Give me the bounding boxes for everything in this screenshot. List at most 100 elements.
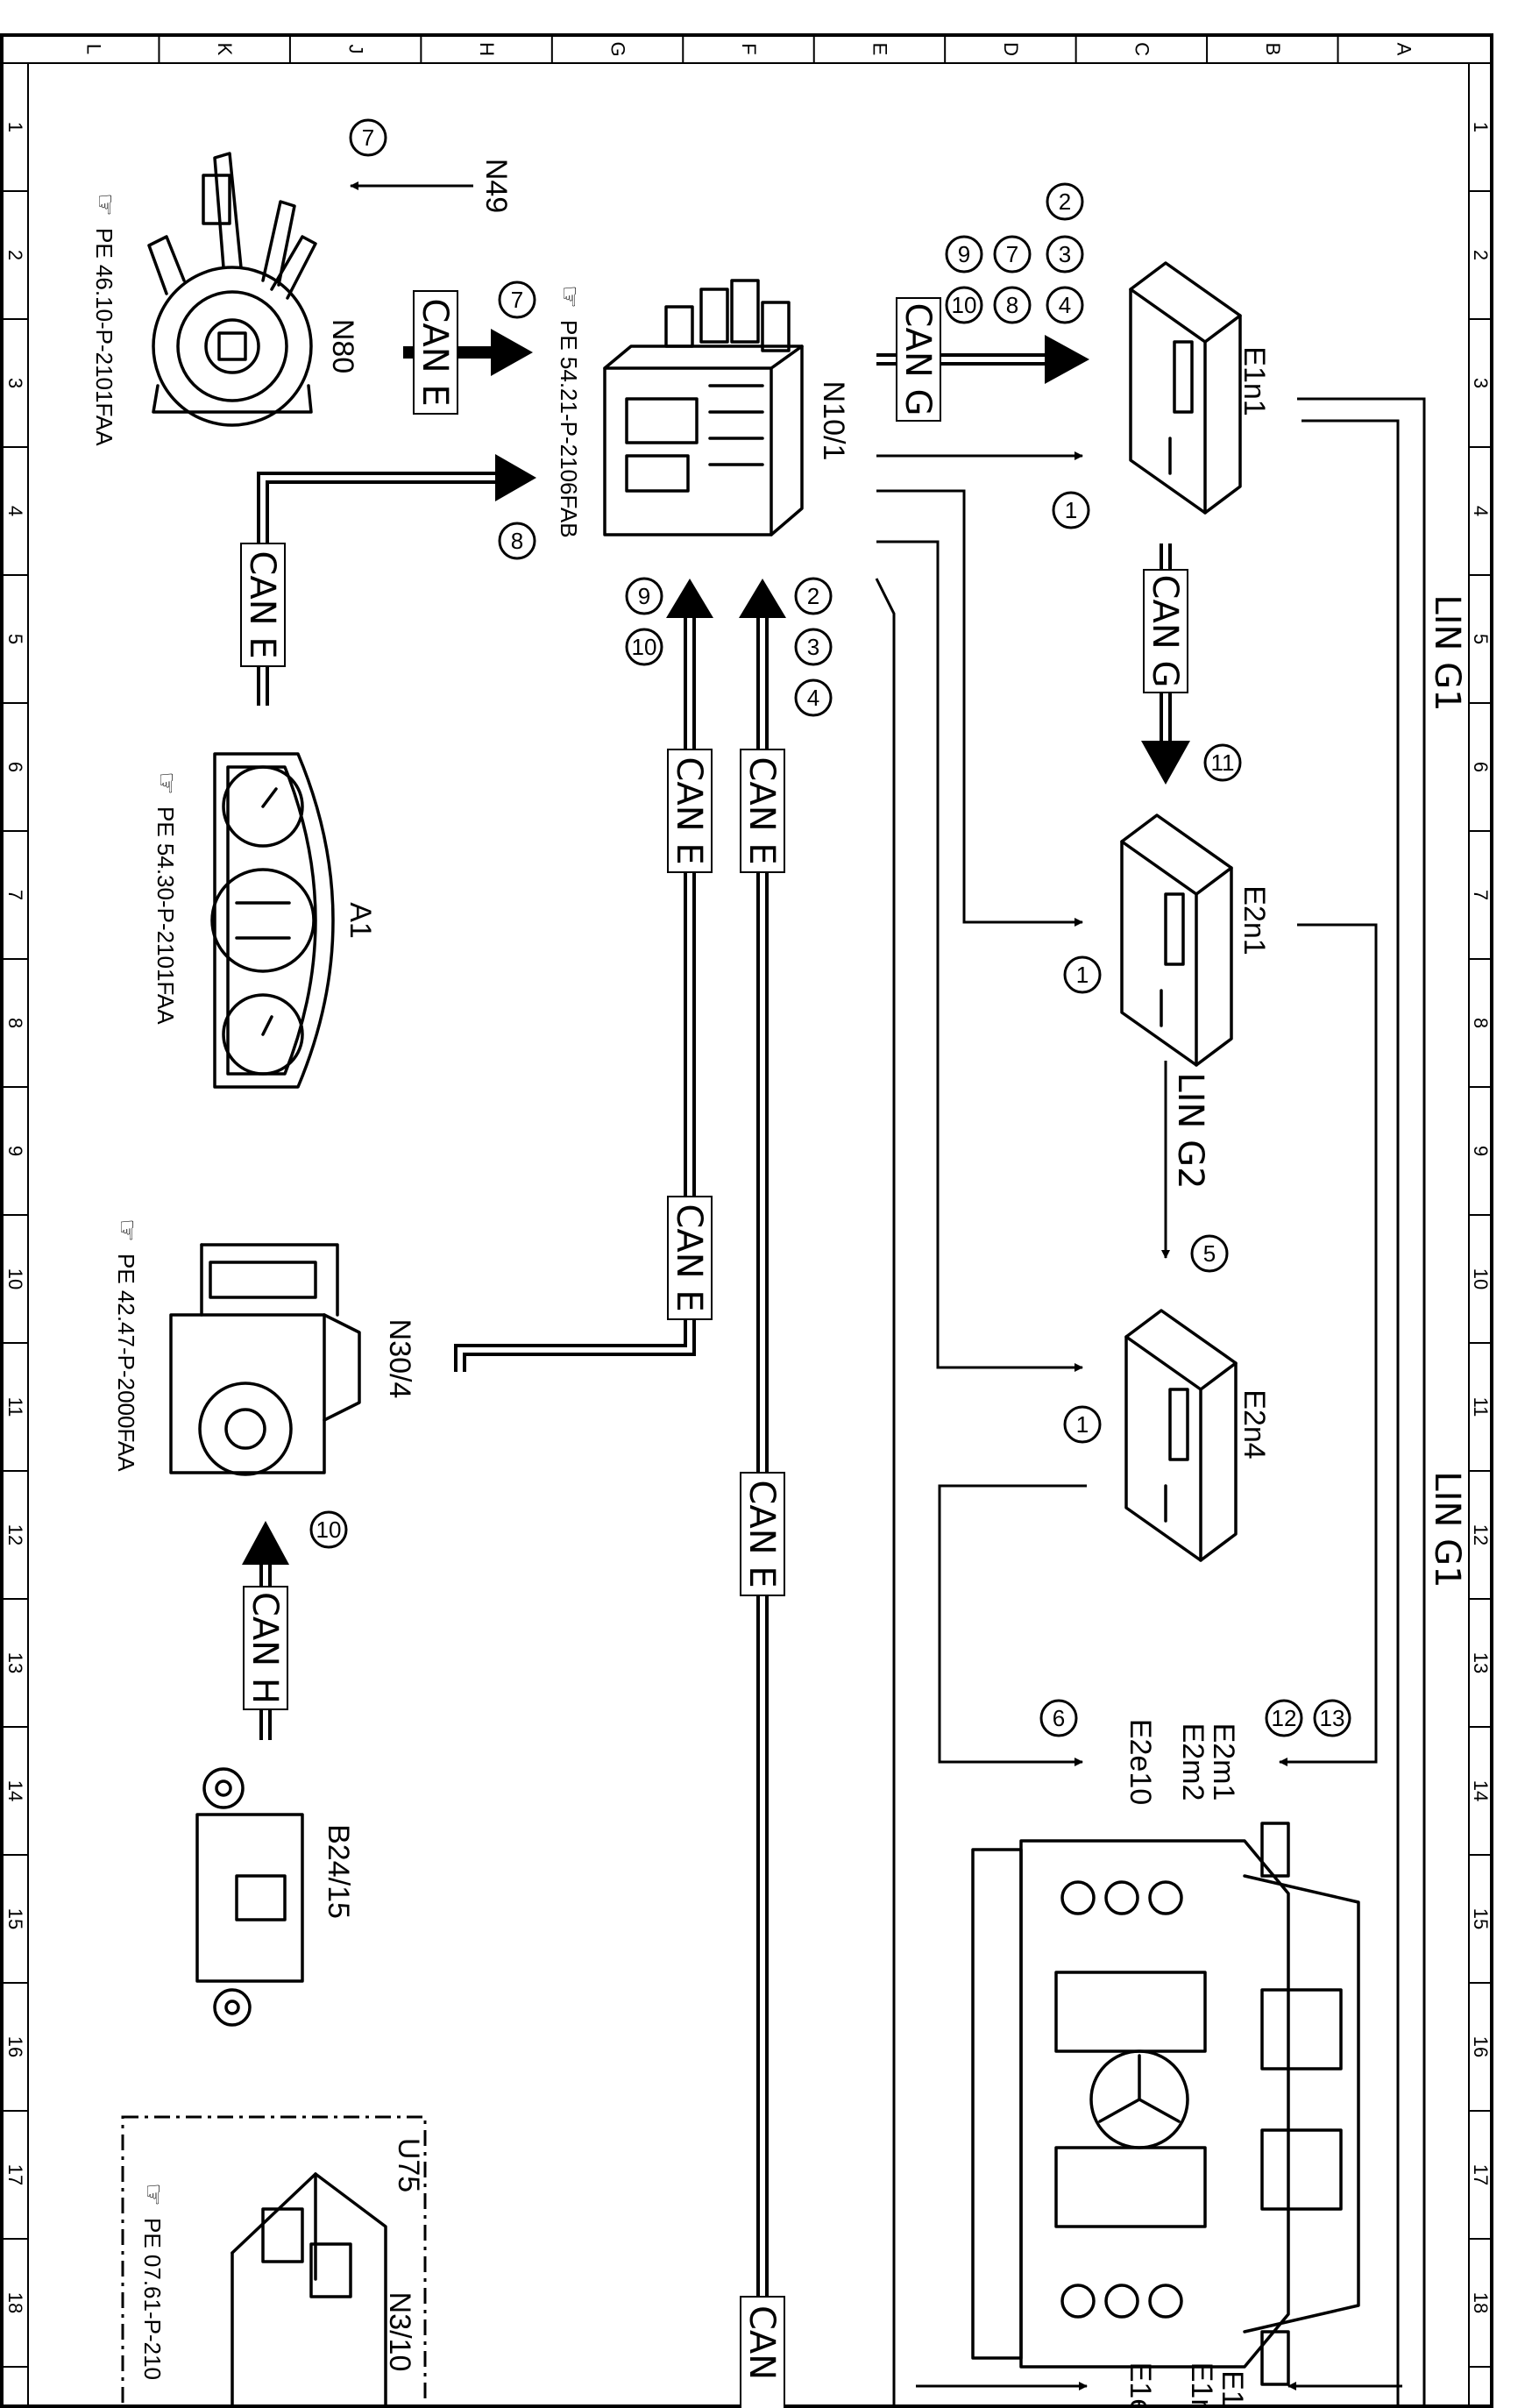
row-number: 3 bbox=[1470, 378, 1492, 388]
svg-text:2: 2 bbox=[1059, 188, 1071, 215]
label-u75: U75 bbox=[392, 2138, 425, 2192]
column-letter: J bbox=[345, 45, 367, 54]
lin-g1-wire-inner bbox=[1301, 419, 1400, 2406]
can-e-left-arrowhead bbox=[495, 454, 536, 501]
callout-7-c: 7 bbox=[993, 235, 1032, 273]
bus-label-text: CAN E bbox=[669, 1204, 709, 1311]
row-number: 18 bbox=[4, 2292, 26, 2313]
svg-text:PE 07.61-P-210: PE 07.61-P-210 bbox=[139, 2218, 166, 2380]
row-number: 12 bbox=[1470, 1524, 1492, 1545]
lin-g2-label: LIN G2 bbox=[1170, 1072, 1210, 1189]
callout-8: 8 bbox=[498, 522, 536, 560]
column-letter: B bbox=[1262, 43, 1284, 56]
callout-7-b: 7 bbox=[498, 281, 536, 319]
row-number: 10 bbox=[1470, 1268, 1492, 1289]
svg-text:7: 7 bbox=[511, 287, 523, 313]
column-letter: L bbox=[83, 44, 105, 54]
svg-text:☞: ☞ bbox=[138, 2183, 167, 2206]
svg-text:8: 8 bbox=[1006, 292, 1018, 318]
svg-text:1: 1 bbox=[1076, 962, 1089, 988]
row-number: 5 bbox=[4, 634, 26, 644]
callout-2-a: 2 bbox=[794, 577, 833, 615]
callout-10-b: 10 bbox=[945, 286, 983, 324]
can-h-arrowhead bbox=[242, 1521, 289, 1565]
callout-5: 5 bbox=[1190, 1234, 1229, 1273]
svg-text:13: 13 bbox=[1320, 1705, 1345, 1731]
bus-label-can-h: CAN H bbox=[243, 1586, 288, 1710]
can-e-left-wire bbox=[257, 472, 500, 706]
callout-9-b: 9 bbox=[945, 235, 983, 273]
bus-label-can-e-v2-top: CAN E bbox=[740, 749, 785, 873]
column-letter: A bbox=[1393, 43, 1415, 56]
e2n4-module-picture bbox=[1124, 1309, 1238, 1562]
row-number: 12 bbox=[4, 1524, 26, 1545]
callout-13: 13 bbox=[1313, 1699, 1351, 1737]
row-number: 4 bbox=[1470, 506, 1492, 516]
label-n30-4: N30/4 bbox=[383, 1319, 416, 1399]
column-letter: C bbox=[1131, 42, 1153, 56]
callout-3-a: 3 bbox=[794, 628, 833, 666]
callout-1-b: 1 bbox=[1063, 955, 1102, 994]
bus-label-can-g-e1n1: CAN G bbox=[896, 297, 941, 422]
row-number: 7 bbox=[4, 890, 26, 900]
label-e2n1: E2n1 bbox=[1238, 885, 1271, 955]
svg-text:5: 5 bbox=[1203, 1240, 1216, 1267]
row-number: 10 bbox=[4, 1268, 26, 1289]
row-number: 7 bbox=[1470, 890, 1492, 900]
bus-label-text: CAN G bbox=[897, 303, 938, 416]
n80-steering-module-picture bbox=[147, 152, 317, 427]
n10-down-wire bbox=[875, 578, 896, 2406]
svg-text:9: 9 bbox=[958, 241, 970, 267]
bus-label-text: CAN E bbox=[242, 551, 282, 658]
row-number: 14 bbox=[4, 1780, 26, 1801]
svg-text:3: 3 bbox=[807, 634, 819, 660]
callout-8-b: 8 bbox=[993, 286, 1032, 324]
label-n80: N80 bbox=[326, 319, 359, 373]
callout-11: 11 bbox=[1203, 743, 1242, 782]
label-e1-bottom-b: E1n bbox=[1185, 2362, 1218, 2408]
callout-1-c: 1 bbox=[1063, 1405, 1102, 1444]
svg-text:10: 10 bbox=[632, 634, 657, 660]
svg-text:☞: ☞ bbox=[112, 1218, 141, 1242]
svg-text:12: 12 bbox=[1272, 1705, 1297, 1731]
row-number: 9 bbox=[1470, 1146, 1492, 1156]
svg-text:PE 54.30-P-2101FAA: PE 54.30-P-2101FAA bbox=[152, 806, 179, 1025]
row-number: 15 bbox=[1470, 1908, 1492, 1929]
callout-12: 12 bbox=[1265, 1699, 1303, 1737]
column-letter: G bbox=[607, 41, 629, 56]
svg-text:10: 10 bbox=[316, 1517, 342, 1543]
vehicle-front-picture bbox=[971, 1822, 1360, 2386]
can-g-e1n1-arrowhead bbox=[1045, 335, 1089, 384]
callout-2-b: 2 bbox=[1046, 182, 1084, 221]
pe-ref-a1: ☞ PE 54.30-P-2101FAA bbox=[152, 771, 181, 1025]
callout-7-a: 7 bbox=[349, 118, 387, 157]
n3-10-ecu-picture bbox=[231, 2172, 387, 2408]
svg-text:9: 9 bbox=[638, 583, 650, 609]
label-n49: N49 bbox=[479, 159, 513, 213]
can-e-vertical-arrowhead-1 bbox=[666, 579, 713, 618]
label-e2e10: E2e10 bbox=[1124, 1719, 1157, 1805]
column-letter: D bbox=[1000, 42, 1022, 56]
n10-e2n4-wire bbox=[876, 540, 1083, 1372]
bus-label-text: CAN E bbox=[741, 756, 782, 864]
svg-text:8: 8 bbox=[511, 528, 523, 554]
svg-text:11: 11 bbox=[1211, 749, 1235, 776]
pe-ref-n30: ☞ PE 42.47-P-2000FAA bbox=[112, 1218, 141, 1472]
row-number: 6 bbox=[1470, 762, 1492, 772]
callout-3-b: 3 bbox=[1046, 235, 1084, 273]
bus-label-can-e-n80: CAN E bbox=[413, 290, 458, 415]
can-e-vertical-arrowhead-2 bbox=[739, 579, 786, 618]
row-number: 2 bbox=[4, 250, 26, 260]
row-number: 13 bbox=[4, 1652, 26, 1673]
u75-boundary bbox=[121, 2115, 427, 2408]
pe-ref-n3: ☞ PE 07.61-P-210 bbox=[138, 2183, 167, 2380]
label-e1-bottom-a: E1 bbox=[1216, 2370, 1249, 2407]
svg-text:7: 7 bbox=[1006, 241, 1018, 267]
row-number: 8 bbox=[4, 1018, 26, 1028]
label-e1n1: E1n1 bbox=[1238, 346, 1271, 416]
bus-label-text: CAN G bbox=[1145, 575, 1185, 688]
n10-e2n1-wire bbox=[876, 489, 1083, 927]
